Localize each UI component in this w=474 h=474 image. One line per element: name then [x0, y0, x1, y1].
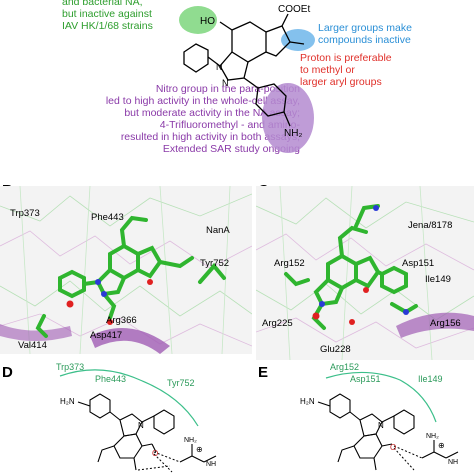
label-jena-c: Jena/8178	[408, 220, 453, 231]
mol-ho-label: HO	[200, 16, 215, 27]
e-plus-label: ⊕	[438, 441, 445, 450]
label-arg152-e: Arg152	[330, 362, 360, 372]
d-plus-label: ⊕	[196, 445, 203, 454]
d-nh2-label: NH₂	[184, 437, 197, 444]
blue-highlight	[281, 29, 315, 51]
label-asp417-b: Asp417	[90, 330, 123, 341]
label-asp151-e: Asp151	[350, 374, 381, 384]
sar-green-line-3: IAV HK/1/68 strains	[62, 20, 153, 32]
label-ile149-c: Ile149	[425, 274, 451, 285]
sar-red-line-2: to methyl or	[300, 64, 355, 76]
label-phe443-b: Phe443	[91, 212, 124, 223]
sar-note-purple: Nitro group in the para-position led to …	[20, 83, 300, 155]
sar-red-line-3: larger aryl groups	[300, 76, 382, 88]
e-nh2-label: NH₂	[426, 433, 439, 440]
sar-blue-line-1: Larger groups make	[318, 22, 412, 34]
d-o-label: O	[152, 449, 158, 458]
sar-purple-line-2: led to high activity in the whole-cell a…	[105, 95, 300, 107]
panel-b-structure-render	[0, 186, 252, 354]
sar-note-red: Proton is preferable to methyl or larger…	[300, 52, 392, 88]
panel-c-docking-image	[256, 186, 474, 360]
label-arg156-c: Arg156	[430, 318, 461, 329]
mol-cooet-label: COOEt	[278, 4, 310, 15]
sar-purple-line-6: Extended SAR study ongoing	[162, 143, 300, 155]
e-n-label: N	[378, 421, 384, 430]
mol-nh2-label: NH₂	[284, 128, 302, 139]
d-nh-label: NH	[206, 461, 216, 468]
label-nana-b: NanA	[206, 225, 230, 236]
sar-molecule-diagram: HO COOEt N N NH₂	[179, 4, 315, 153]
label-trp373-d: Trp373	[56, 362, 85, 372]
sar-red-line-1: Proton is preferable	[300, 52, 392, 64]
d-h2n-label: H₂N	[60, 397, 75, 406]
panel-e-interaction-diagram: H₂N N O NH₂ NH ⊕	[300, 371, 459, 471]
mol-n1-label: N	[216, 62, 223, 72]
panel-c-structure-render	[256, 186, 474, 360]
sar-green-line-2: but inactive against	[62, 8, 152, 20]
panel-d-letter: D	[2, 364, 13, 381]
label-ile149-e: Ile149	[418, 374, 443, 384]
mol-n2-label: N	[222, 78, 229, 88]
sar-note-green: and bacterial NA, but inactive against I…	[62, 0, 153, 32]
label-arg152-c: Arg152	[274, 258, 305, 269]
sar-purple-line-5: resulted in high activity in both assays…	[120, 131, 300, 143]
panel-e-letter: E	[258, 364, 269, 381]
panel-b-docking-image	[0, 186, 252, 354]
purple-highlight	[262, 83, 314, 153]
sar-blue-line-2: compounds inactive	[318, 34, 411, 46]
e-nh-label: NH	[448, 459, 458, 466]
label-phe443-d: Phe443	[95, 374, 127, 384]
label-trp373-b: Trp373	[10, 208, 40, 219]
label-val414-b: Val414	[18, 340, 47, 351]
label-arg366-b: Arg366	[106, 315, 137, 326]
panel-d-interaction-diagram: H₂N N O NH₂ NH ⊕	[59, 369, 217, 473]
e-h2n-label: H₂N	[300, 397, 315, 406]
label-asp151-c: Asp151	[402, 258, 435, 269]
d-n-label: N	[138, 421, 144, 430]
sar-note-blue: Larger groups make compounds inactive	[318, 22, 412, 46]
label-tyr752-d: Tyr752	[167, 378, 195, 388]
label-glu228-c: Glu228	[320, 344, 351, 355]
green-highlight	[179, 6, 217, 34]
e-o-label: O	[390, 443, 396, 452]
label-arg225-c: Arg225	[262, 318, 293, 329]
sar-purple-line-3: but moderate activity in the NA assay;	[124, 107, 300, 119]
sar-green-line-1: and bacterial NA,	[62, 0, 143, 8]
label-tyr752-b: Tyr752	[200, 258, 230, 269]
